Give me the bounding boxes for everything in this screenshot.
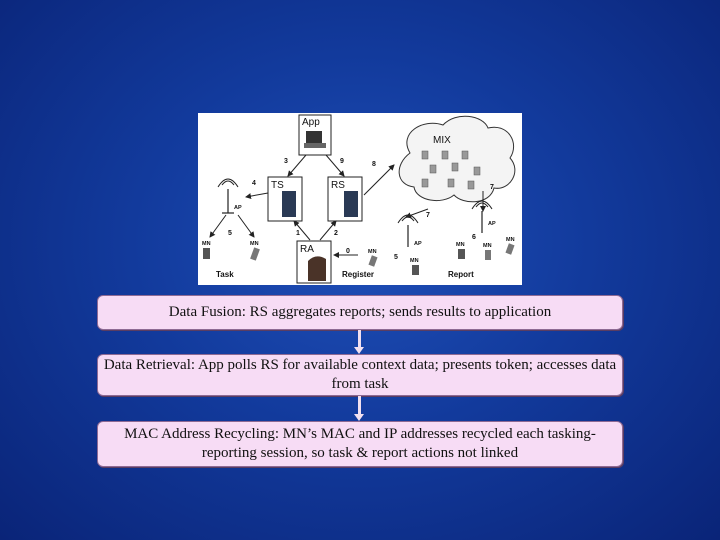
rs-node: RS	[327, 176, 363, 222]
rs-label: RS	[331, 180, 345, 191]
edges	[209, 154, 486, 258]
ap-label: AP	[414, 241, 422, 247]
mobile-node-icon: MN	[483, 243, 492, 260]
down-arrow-icon	[354, 396, 364, 421]
svg-text:MN: MN	[202, 241, 211, 247]
mix-cloud: MIX	[398, 115, 516, 203]
svg-text:MN: MN	[483, 243, 492, 249]
mobile-nodes: MN MN MN MN MN MN	[202, 237, 515, 275]
server-icon	[344, 191, 358, 217]
registration-authority-icon	[308, 256, 326, 281]
access-point-left: AP	[217, 178, 242, 214]
svg-text:MN: MN	[506, 237, 515, 243]
step-box-data-fusion: Data Fusion: RS aggregates reports; send…	[97, 295, 623, 330]
down-arrow-icon	[354, 330, 364, 354]
app-label: App	[302, 117, 320, 128]
step-text: MAC Address Recycling: MN’s MAC and IP a…	[124, 426, 596, 461]
access-point-middle: AP	[397, 214, 422, 247]
edge-label-1: 1	[296, 230, 300, 237]
app-node: App	[298, 114, 332, 156]
mobile-node-icon: MN	[368, 249, 378, 267]
edge-label-5b: 5	[394, 254, 398, 261]
svg-text:MN: MN	[456, 242, 465, 248]
architecture-diagram-svg: MIX App TS RS	[202, 114, 516, 284]
server-icon	[282, 191, 296, 217]
edge-label-6: 6	[472, 234, 476, 241]
step-box-mac-recycling: MAC Address Recycling: MN’s MAC and IP a…	[97, 421, 623, 467]
mix-label: MIX	[433, 135, 451, 146]
caption-task: Task	[216, 270, 234, 279]
laptop-icon	[304, 131, 326, 148]
edge-label-4: 4	[252, 180, 256, 187]
edge-label-3: 3	[284, 158, 288, 165]
mobile-node-icon: MN	[202, 241, 211, 259]
access-point-right: AP	[471, 200, 496, 233]
ap-label: AP	[234, 205, 242, 211]
ts-label: TS	[271, 180, 284, 191]
caption-register: Register	[342, 270, 374, 279]
ra-label: RA	[300, 244, 314, 255]
edge-label-7: 7	[426, 212, 430, 219]
ra-node: RA	[296, 240, 332, 284]
edge-label-0: 0	[346, 248, 350, 255]
edge-label-9: 9	[340, 158, 344, 165]
ts-node: TS	[267, 176, 303, 222]
mobile-node-icon: MN	[410, 258, 419, 275]
ap-label: AP	[488, 221, 496, 227]
svg-text:MN: MN	[250, 241, 259, 247]
step-text: Data Retrieval: App polls RS for availab…	[103, 357, 617, 392]
svg-text:MN: MN	[410, 258, 419, 264]
step-text: Data Fusion: RS aggregates reports; send…	[168, 304, 552, 320]
step-box-data-retrieval: Data Retrieval: App polls RS for availab…	[97, 354, 623, 396]
edge-label-8: 8	[372, 161, 376, 168]
edge-label-5: 5	[228, 230, 232, 237]
mobile-node-icon: MN	[456, 242, 465, 259]
architecture-diagram: MIX App TS RS	[198, 113, 522, 285]
mix-node-icons	[421, 150, 481, 190]
edge-label-2: 2	[334, 230, 338, 237]
svg-text:MN: MN	[368, 249, 377, 255]
edge-label-7b: 7	[490, 184, 494, 191]
mobile-node-icon: MN	[250, 241, 260, 261]
caption-report: Report	[448, 270, 474, 279]
mobile-node-icon: MN	[505, 237, 515, 255]
